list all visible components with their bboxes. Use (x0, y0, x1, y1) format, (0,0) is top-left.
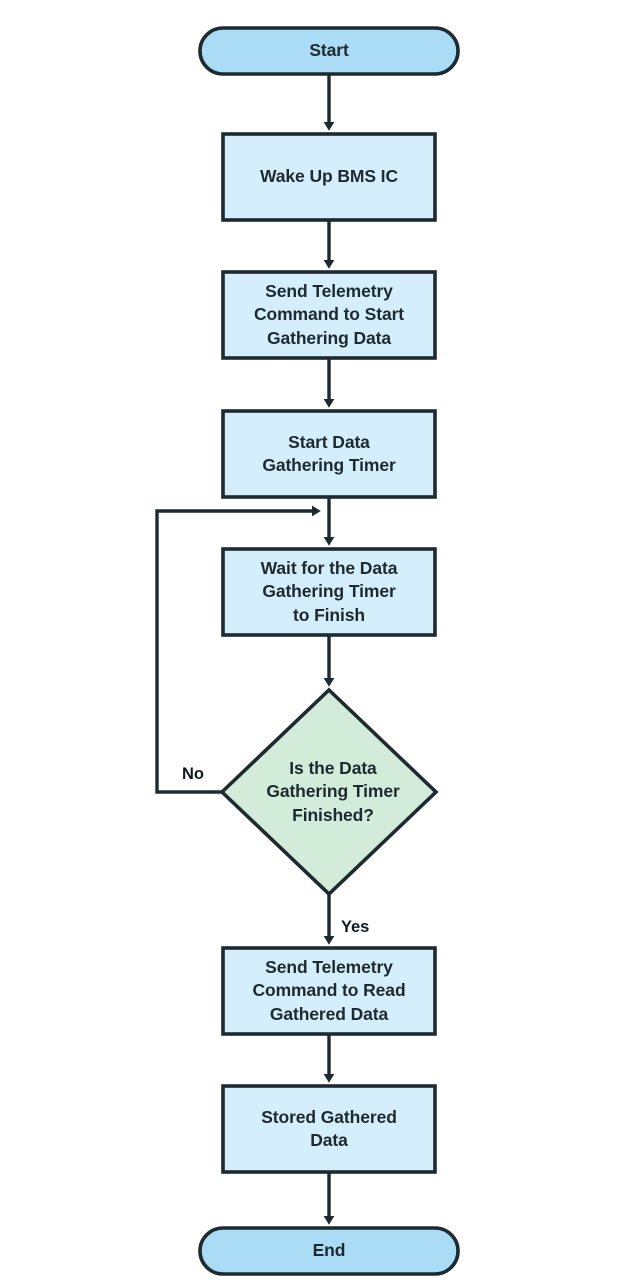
node-is-timer-finished-shape[interactable] (219, 687, 439, 897)
edge-label-no: No (182, 765, 204, 783)
node-stored-gathered-data-shape[interactable] (221, 1084, 437, 1174)
connector-decision-no-loopback (155, 505, 321, 794)
node-send-telemetry-command-read-shape[interactable] (221, 946, 437, 1036)
node-wait-for-data-gathering-timer-shape[interactable] (221, 547, 437, 637)
edge-label-yes: Yes (341, 918, 370, 936)
node-wake-up-bms-ic-shape[interactable] (221, 132, 437, 222)
node-end-shape[interactable] (198, 1226, 460, 1276)
node-send-telemetry-command-start-shape[interactable] (221, 270, 437, 360)
node-start-data-gathering-timer-shape[interactable] (221, 409, 437, 499)
node-start-shape[interactable] (198, 26, 460, 76)
